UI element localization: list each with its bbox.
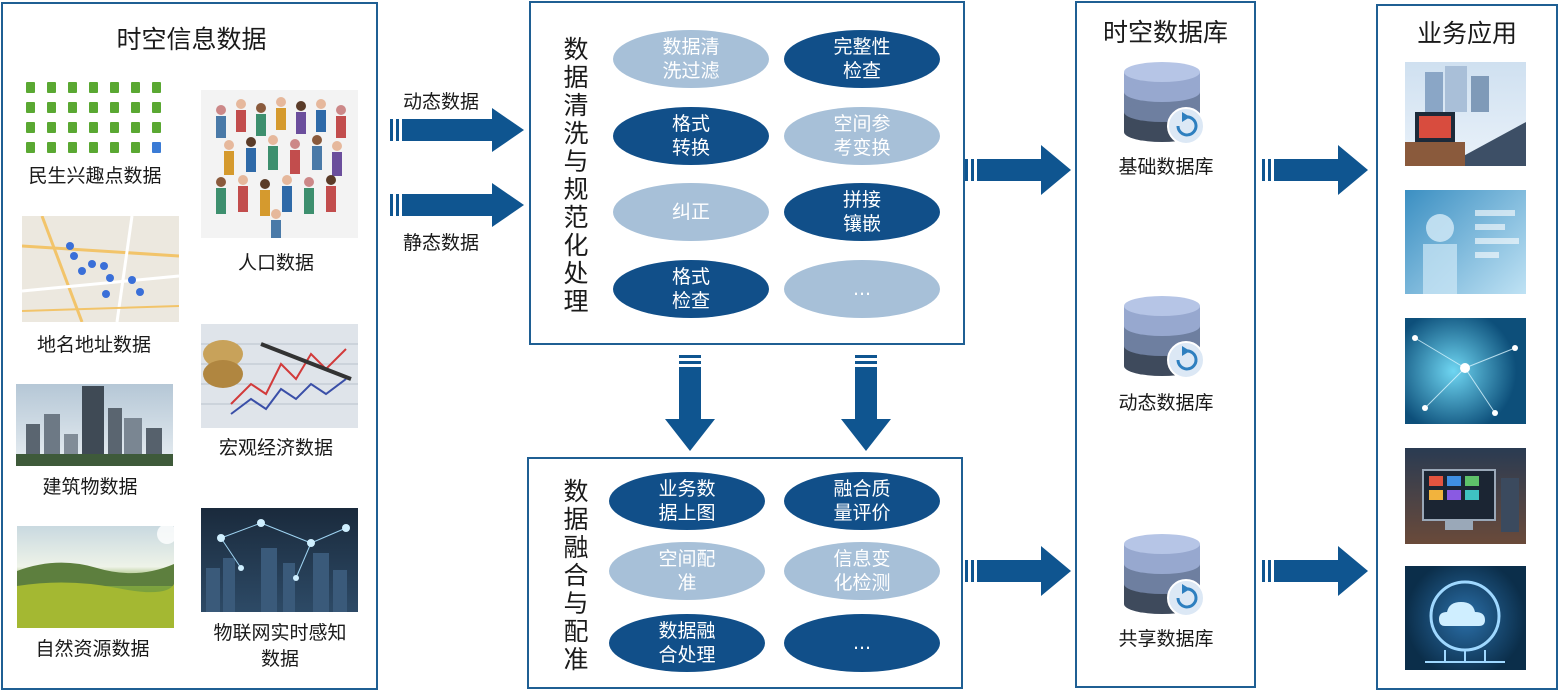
fusion-step-quality-evaluation: 融合质 量评价 [784, 472, 940, 530]
population-data-image [201, 90, 358, 238]
cleaning-step-correction: 纠正 [613, 183, 769, 241]
fusion-step-change-detection: 信息变 化检测 [784, 542, 940, 600]
economic-data-label: 宏观经济数据 [218, 437, 333, 459]
network-graphic [1412, 335, 1518, 416]
cleaning-step-integrity-check: 完整性 检查 [784, 30, 940, 88]
database-panel-title: 时空数据库 [1102, 18, 1228, 47]
application-panel-title: 业务应用 [1416, 19, 1517, 48]
poi-data-label: 民生兴趣点数据 [28, 165, 162, 187]
dynamic-database-label: 动态数据库 [1118, 392, 1214, 414]
natural-resource-data-image [17, 526, 174, 628]
application-image-cloud [1405, 566, 1526, 670]
application-image-computer [1405, 448, 1526, 544]
economic-chart-graphic [201, 340, 358, 415]
poi-data-image [22, 80, 170, 158]
city-monitor-graphic [1405, 66, 1526, 166]
cleaning-step-crs-transform: 空间参 考变换 [784, 107, 940, 165]
building-data-label: 建筑物数据 [42, 476, 138, 498]
cleaning-step-mosaic: 拼接 镶嵌 [784, 183, 940, 241]
fusion-step-more: ... [784, 614, 940, 672]
database-cylinder-icon [1124, 296, 1205, 379]
cleaning-step-more: ... [784, 260, 940, 318]
static-data-label: 静态数据 [403, 232, 480, 254]
iot-data-label: 物联网实时感知 数据 [213, 622, 347, 670]
fusion-step-data-fusion: 数据融 合处理 [609, 614, 765, 672]
buildings-graphic [16, 386, 173, 466]
database-to-application-arrow-top [1262, 145, 1368, 195]
address-data-image [22, 216, 179, 322]
iot-data-image [201, 508, 358, 612]
dynamic-data-arrow [390, 108, 524, 152]
landscape-graphic [17, 526, 174, 628]
source-panel-title: 时空信息数据 [116, 25, 267, 54]
static-data-arrow [390, 183, 524, 227]
poi-grid-graphic [26, 82, 161, 153]
map-graphic [22, 216, 179, 322]
crowd-graphic [216, 97, 346, 238]
dynamic-data-label: 动态数据 [403, 91, 480, 113]
computer-graphic [1422, 469, 1519, 532]
database-cylinder-icon [1124, 534, 1205, 617]
cleaning-to-fusion-arrow-left [665, 355, 715, 451]
fusion-step-spatial-registration: 空间配 准 [609, 542, 765, 600]
cleaning-step-format-check: 格式 检查 [613, 260, 769, 318]
natural-resource-data-label: 自然资源数据 [35, 638, 150, 660]
fusion-step-business-mapping: 业务数 据上图 [609, 472, 765, 530]
tech-person-graphic [1423, 210, 1519, 294]
shared-database-label: 共享数据库 [1118, 628, 1214, 650]
database-to-application-arrow-bottom [1262, 546, 1368, 596]
application-image-city-monitor [1405, 62, 1526, 166]
fusion-panel-title: 数据融合与配准 [563, 477, 589, 674]
building-data-image [16, 384, 173, 466]
cleaning-panel-title: 数据清洗与规范化处理 [563, 35, 589, 316]
cloud-icon [1425, 580, 1505, 663]
fusion-to-database-arrow [965, 546, 1071, 596]
cleaning-step-format-convert: 格式 转换 [613, 107, 769, 165]
population-data-label: 人口数据 [237, 252, 314, 274]
cleaning-to-database-arrow [965, 145, 1071, 195]
database-cylinder-icon [1124, 62, 1205, 145]
cleaning-to-fusion-arrow-right [841, 355, 891, 451]
application-image-tech-person [1405, 190, 1526, 294]
base-database-label: 基础数据库 [1118, 156, 1214, 178]
cleaning-step-data-filter: 数据清 洗过滤 [613, 30, 769, 88]
address-data-label: 地名地址数据 [36, 334, 151, 356]
economic-data-image [201, 324, 358, 428]
iot-network-graphic [206, 519, 350, 612]
application-image-network [1405, 318, 1526, 424]
